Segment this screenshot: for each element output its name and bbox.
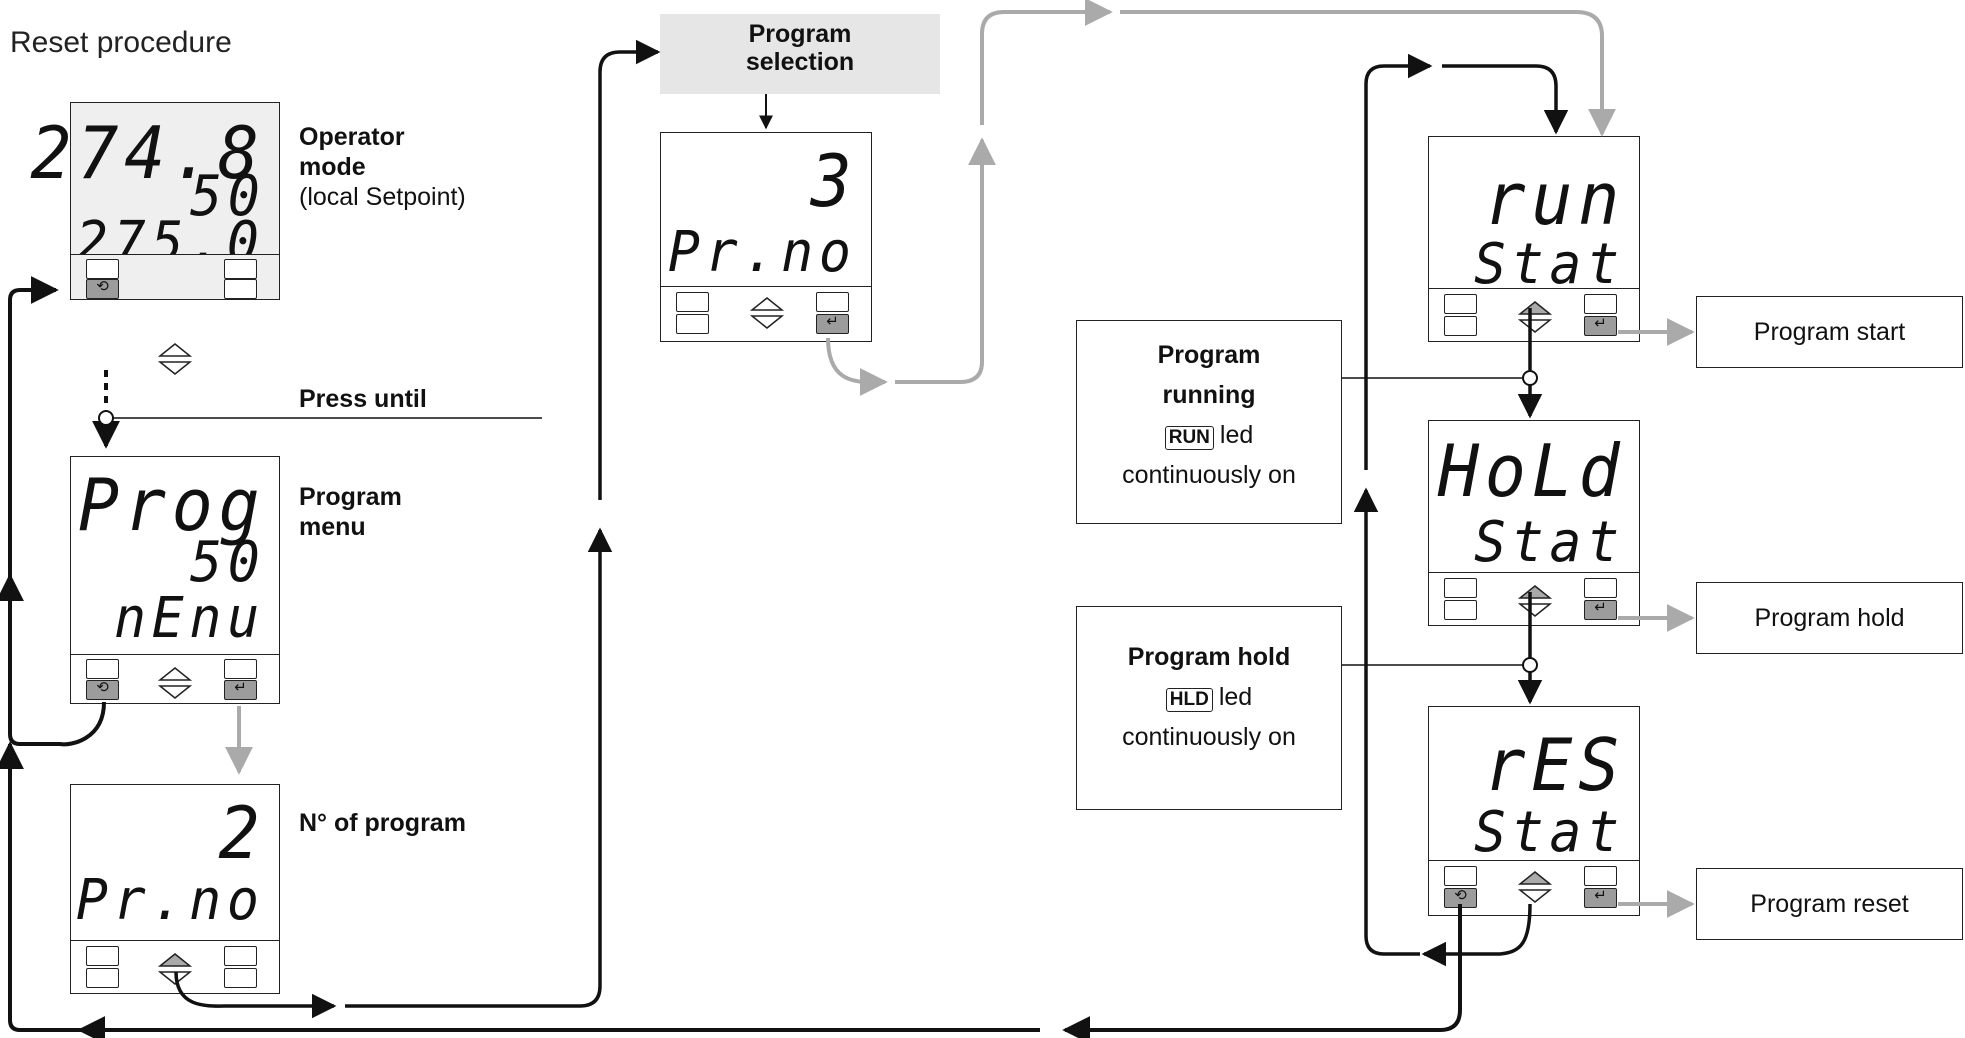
key-top-right[interactable] (224, 946, 257, 966)
key-bottom-right[interactable] (224, 968, 257, 988)
program-selection-header: Program selection (660, 14, 940, 94)
enter-arrow-icon: ↵ (826, 312, 839, 330)
key-bottom-left[interactable] (86, 968, 119, 988)
label-program-menu: Program menu (299, 483, 402, 541)
display-value-res: rES (1484, 723, 1625, 807)
key-top-right[interactable] (224, 659, 257, 679)
display-value-run: run (1484, 157, 1625, 241)
enter-key[interactable]: ↵ (224, 678, 257, 700)
keypad: ⟲ ↵ (71, 654, 279, 703)
key-top-right[interactable] (224, 259, 257, 279)
label-n-of-program: N° of program (299, 809, 466, 837)
display-value-3: 3 (810, 139, 857, 223)
enter-key[interactable]: ↵ (1584, 314, 1617, 336)
display-panel-program-selection: 3 Pr.no ↵ (660, 132, 872, 342)
key-top-left[interactable] (86, 946, 119, 966)
display-value-prno: Pr.no (668, 220, 857, 285)
key-top-right[interactable] (1584, 578, 1617, 598)
key-top-left[interactable] (1444, 294, 1477, 314)
cycle-arrow-icon: ⟲ (1454, 886, 1467, 904)
display-value-2: 2 (218, 791, 265, 875)
connector-selection-to-run (826, 337, 888, 396)
output-program-hold: Program hold (1696, 582, 1963, 654)
key-bottom-right[interactable] (224, 279, 257, 299)
enter-key[interactable]: ↵ (1584, 886, 1617, 908)
keypad: ↵ (661, 286, 871, 341)
enter-arrow-icon: ↵ (234, 678, 247, 696)
label-press-until: Press until (299, 385, 427, 413)
cycle-arrow-icon: ⟲ (96, 678, 109, 696)
enter-arrow-icon: ↵ (1594, 598, 1607, 616)
display-panel-program-menu: Prog 50 nEnu ⟲ ↵ (70, 456, 280, 704)
hld-led-tag: HLD (1165, 688, 1213, 712)
display-value-stat: Stat (1474, 510, 1625, 575)
display-panel-run: run Stat ↵ (1428, 136, 1640, 342)
up-down-arrows-icon[interactable] (157, 297, 1553, 985)
state-transition-lines (1342, 308, 1543, 705)
key-bottom-left[interactable] (1444, 316, 1477, 336)
key-top-left[interactable] (86, 659, 119, 679)
enter-key[interactable]: ↵ (1584, 598, 1617, 620)
page-title: Reset procedure (10, 26, 232, 59)
return-from-reset (1062, 904, 1462, 1038)
key-bottom-left[interactable] (676, 314, 709, 334)
display-value-prno: Pr.no (76, 868, 265, 933)
display-value-50: 50 (189, 530, 265, 595)
cycle-key[interactable]: ⟲ (86, 678, 119, 700)
key-top-right[interactable] (816, 292, 849, 312)
output-program-reset: Program reset (1696, 868, 1963, 940)
enter-arrow-icon: ↵ (1594, 314, 1607, 332)
display-value-menu: nEnu (114, 586, 265, 651)
display-value-program: 50 (189, 164, 265, 229)
key-top-left[interactable] (676, 292, 709, 312)
enter-arrow-icon: ↵ (1594, 886, 1607, 904)
enter-key[interactable]: ↵ (816, 312, 849, 334)
cycle-key[interactable]: ⟲ (86, 277, 119, 299)
display-value-pv: 274.8 (30, 111, 265, 195)
cycle-arrow-icon: ⟲ (96, 277, 109, 295)
display-value-prog: Prog (77, 463, 265, 547)
output-program-start: Program start (1696, 296, 1963, 368)
display-panel-operator: 274.8 50 275.0 ⟲ (31, 102, 280, 300)
loop-reset-to-run (1353, 487, 1420, 956)
key-top-left[interactable] (1444, 866, 1477, 886)
key-top-left[interactable] (86, 259, 119, 279)
display-value-hold: HoLd (1437, 429, 1625, 513)
keypad: ⟲ ↵ (1429, 860, 1639, 915)
display-value-stat: Stat (1474, 800, 1625, 865)
keypad: ⟲ (71, 254, 279, 299)
key-top-right[interactable] (1584, 866, 1617, 886)
press-until-connector (92, 370, 542, 449)
key-top-left[interactable] (1444, 578, 1477, 598)
connector-number-to-selection (174, 971, 337, 1019)
key-top-right[interactable] (1584, 294, 1617, 314)
display-value-stat: Stat (1474, 232, 1625, 297)
label-operator-mode: Operator mode (local Setpoint) (299, 123, 466, 211)
loop-back-to-operator (8, 276, 106, 747)
key-bottom-left[interactable] (1444, 600, 1477, 620)
run-led-tag: RUN (1164, 426, 1214, 450)
